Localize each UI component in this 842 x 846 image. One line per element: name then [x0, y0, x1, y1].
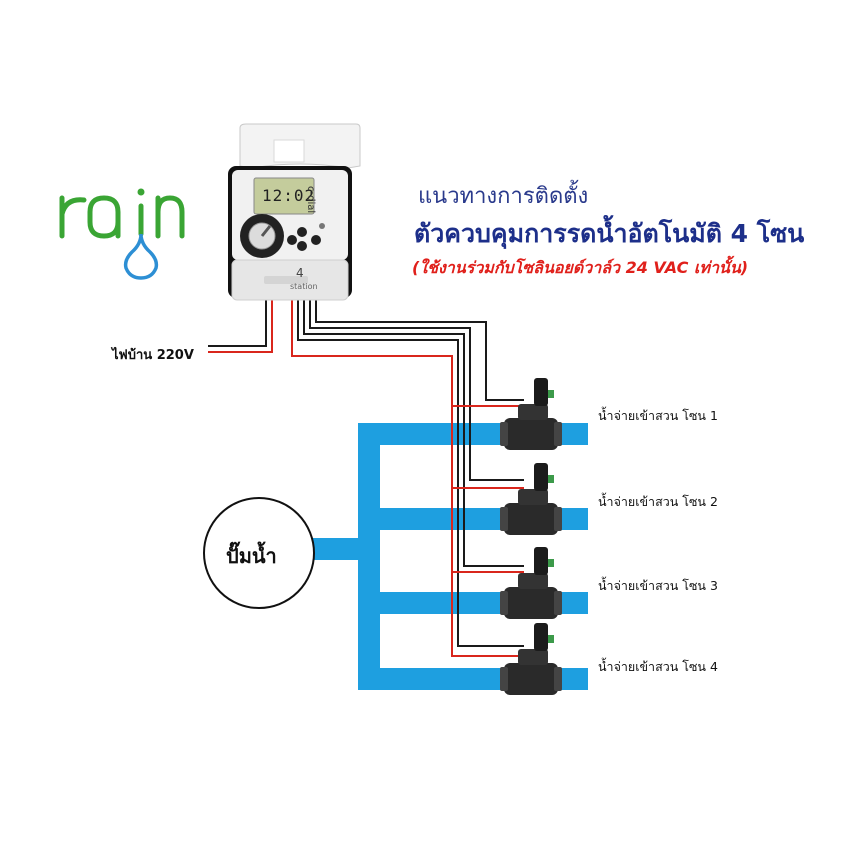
- rain-logo: [59, 188, 185, 280]
- zone-4-label: น้ำจ่ายเข้าสวน โซน 4: [598, 659, 718, 674]
- solenoid-valve-zone-1: [500, 378, 562, 450]
- controller-unit: [228, 123, 361, 301]
- title-line-1: แนวทางการติดตั้ง: [418, 184, 589, 209]
- solenoid-valve-zone-4: [500, 623, 562, 695]
- station-number: 4: [296, 266, 304, 280]
- solenoid-valve-zone-3: [500, 547, 562, 619]
- zone-1-label: น้ำจ่ายเข้าสวน โซน 1: [598, 408, 718, 423]
- pump: [203, 497, 315, 609]
- controller-display: 12:02: [262, 186, 316, 205]
- zone-2-label: น้ำจ่ายเข้าสวน โซน 2: [598, 494, 718, 509]
- station-word: station: [290, 282, 318, 291]
- controller-model: c-dial: [305, 186, 316, 214]
- solenoid-valve-zone-2: [500, 463, 562, 535]
- pump-label: ปั๊มน้ำ: [226, 544, 277, 568]
- valve-group: [500, 378, 562, 695]
- zone-3-label: น้ำจ่ายเข้าสวน โซน 3: [598, 578, 718, 593]
- title-note: (ใช้งานร่วมกับโซลินอยด์วาล์ว 24 VAC เท่า…: [412, 258, 749, 277]
- power-label: ไฟบ้าน 220V: [112, 348, 194, 363]
- title-line-2: ตัวควบคุมการรดน้ำอัตโนมัติ 4 โซน: [414, 219, 805, 248]
- wiring: [208, 300, 524, 657]
